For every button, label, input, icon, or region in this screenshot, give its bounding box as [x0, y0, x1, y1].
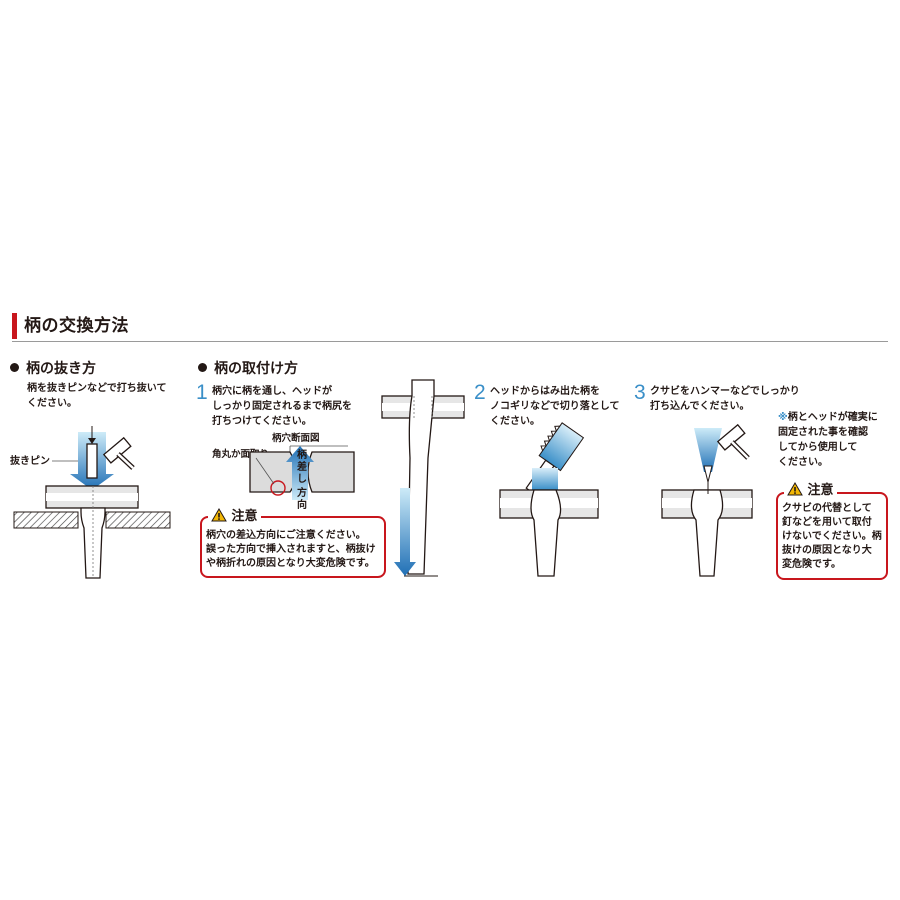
insert-direction-arrow-icon	[286, 446, 314, 500]
bullet-icon	[10, 363, 19, 372]
direction-label-2: 方 向	[297, 488, 307, 511]
step-1-number: 1	[196, 381, 208, 404]
title-accent-bar	[12, 313, 17, 339]
saw-cut-diagram	[499, 422, 599, 577]
caution-text-1: 柄穴の差込方向にご注意ください。 誤った方向で挿入されますと、柄抜け や柄折れの…	[206, 530, 376, 569]
page-title: 柄の交換方法	[24, 316, 129, 336]
hammer-icon	[716, 423, 750, 460]
step-2-instruction: ヘッドからはみ出た柄を ノコギリなどで切り落として ください。	[490, 386, 620, 427]
hammer-icon	[102, 436, 135, 470]
direction-label: 柄 差 し	[297, 450, 307, 485]
wedge-diagram	[661, 423, 753, 577]
caution-label-2: 注意	[784, 482, 837, 500]
chamfer-highlight-icon	[270, 480, 286, 496]
down-arrow-icon	[394, 488, 416, 576]
removal-heading: 柄の抜き方	[10, 360, 96, 378]
caution-label-1: 注意	[208, 508, 261, 526]
title-divider	[12, 341, 888, 342]
caution-box-1	[200, 516, 386, 578]
removal-instruction: 柄を抜きピンなどで打ち抜いて ください。	[27, 383, 167, 409]
cross-section-diagram	[249, 445, 355, 500]
handle-insert-diagram	[381, 379, 465, 577]
step-2-number: 2	[474, 381, 486, 404]
section-diagram-label: 柄穴断面図	[272, 433, 320, 444]
usage-note: ※柄とヘッドが確実に 固定された事を確認 してから使用して ください。	[778, 412, 878, 468]
warning-icon	[787, 482, 803, 496]
step-3-instruction: クサビをハンマーなどでしっかり 打ち込んでください。	[650, 386, 800, 412]
chamfer-label: 角丸か面取り	[212, 449, 270, 460]
step-1-instruction: 柄穴に柄を通し、ヘッドが しっかり固定されるまで柄尻を 打ちつけてください。	[212, 386, 352, 427]
pin-icon	[86, 443, 98, 479]
bullet-icon	[198, 363, 207, 372]
pin-label: 抜きピン	[10, 456, 50, 467]
install-heading: 柄の取付け方	[198, 360, 298, 378]
removal-diagram	[13, 426, 171, 579]
step-3-number: 3	[634, 381, 646, 404]
caution-text-2: クサビの代替として 釘などを用いて取付 けないでください。柄 抜けの原因となり大…	[782, 503, 882, 570]
wedge-arrow-icon	[694, 428, 722, 472]
caution-box-2	[776, 492, 888, 580]
warning-icon	[211, 508, 227, 522]
